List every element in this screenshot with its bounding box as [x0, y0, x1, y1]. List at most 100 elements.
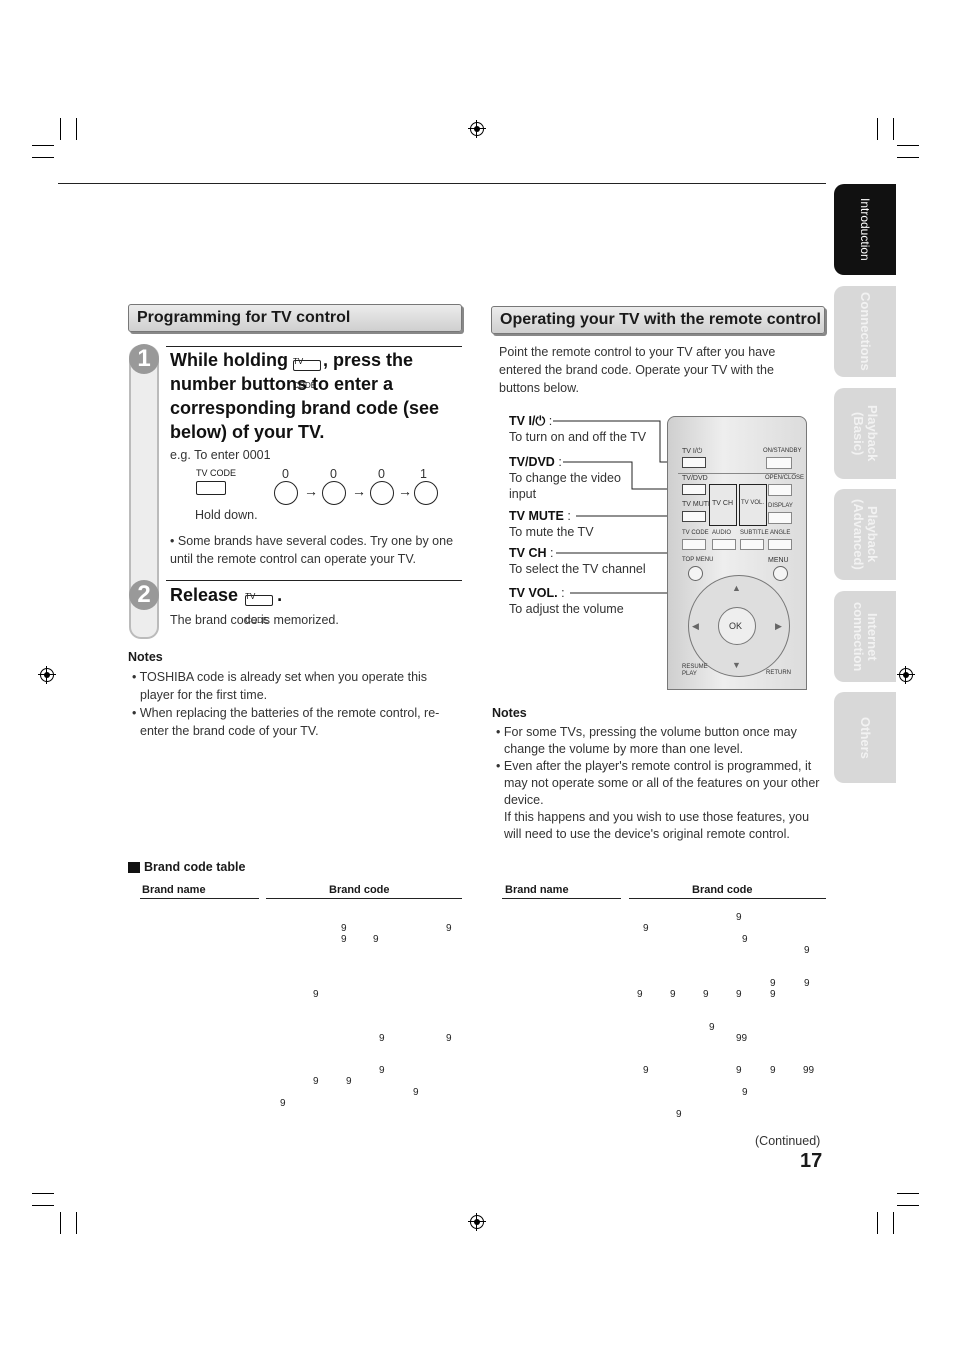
tab-connections[interactable]: Connections	[834, 286, 896, 377]
crop-mark	[877, 1212, 878, 1234]
intro-text: Point the remote control to your TV afte…	[499, 345, 776, 395]
display-button[interactable]	[768, 512, 792, 524]
label-key: TV/DVD	[509, 455, 555, 469]
tab-others[interactable]: Others	[834, 692, 896, 783]
crop-mark	[897, 1205, 919, 1206]
table-rule	[140, 898, 259, 899]
tv-mute-button[interactable]	[682, 511, 706, 522]
table-cell: 9	[643, 923, 649, 934]
tv-code-button-icon: TV CODE	[196, 468, 236, 496]
audio-button[interactable]	[712, 539, 736, 550]
col-brand-name: Brand name	[505, 884, 569, 896]
remote-caption: TV VOL.	[741, 500, 765, 506]
tv-power-button[interactable]	[682, 457, 706, 468]
crop-mark	[897, 145, 919, 146]
arrow-right-icon: →	[398, 483, 412, 499]
registration-mark	[468, 1213, 486, 1231]
remote-caption: ANGLE	[770, 530, 791, 536]
note-item: When replacing the batteries of the remo…	[130, 704, 456, 740]
number-button-icon	[414, 481, 438, 505]
note-item: If this happens and you wish to use thos…	[504, 810, 810, 841]
angle-button[interactable]	[768, 539, 792, 550]
digit-label: 0	[282, 467, 289, 481]
registration-mark	[897, 666, 915, 684]
label-desc: To change the video input	[509, 471, 621, 501]
remote-caption: TV CODE	[682, 530, 709, 536]
step1-bullet: Some brands have several codes. Try one …	[170, 532, 464, 568]
top-menu-button[interactable]	[688, 566, 703, 581]
number-button-icon	[322, 481, 346, 505]
ok-button[interactable]	[718, 607, 756, 645]
tv-vol-rocker[interactable]	[739, 484, 767, 526]
button-caption: TV CODE	[245, 592, 269, 625]
step-rule	[166, 580, 462, 581]
arrow-right-icon: ▶	[775, 621, 782, 631]
open-close-button[interactable]	[768, 484, 792, 496]
remote-caption: RETURN	[766, 670, 791, 676]
tab-label: Internet connection	[851, 601, 880, 672]
label-key: TV CH	[509, 546, 547, 560]
crop-mark	[76, 1212, 77, 1234]
table-cell: 9	[313, 989, 319, 1000]
label-tv-vol: TV VOL. :To adjust the volume	[509, 586, 624, 616]
hold-text: Hold down.	[195, 508, 258, 522]
tab-introduction[interactable]: Introduction	[834, 184, 896, 275]
arrow-right-icon: →	[304, 483, 318, 499]
table-cell: 9	[280, 1098, 286, 1109]
table-cell: 9	[373, 934, 379, 945]
table-cell: 9	[643, 1065, 649, 1076]
table-cell: 9	[736, 1065, 742, 1076]
table-rule	[502, 898, 621, 899]
tab-internet-connection[interactable]: Internet connection	[834, 591, 896, 682]
notes-list: For some TVs, pressing the volume button…	[494, 724, 828, 843]
label-tv-power: TV I/⏻ :To turn on and off the TV	[509, 414, 647, 444]
registration-mark	[468, 120, 486, 138]
label-desc: To select the TV channel	[509, 562, 646, 576]
step2-desc: The brand code is memorized.	[170, 613, 339, 627]
step-rule	[166, 346, 462, 347]
step1-title-a: While holding	[170, 350, 288, 370]
crop-mark	[877, 118, 878, 140]
remote-caption: ON/STANDBY	[763, 448, 802, 454]
table-cell: 99	[803, 1065, 815, 1076]
table-cell: 9	[703, 989, 709, 1000]
digit-label: 0	[330, 467, 337, 481]
remote-caption: DISPLAY	[768, 503, 793, 509]
table-cell: 9	[770, 1065, 776, 1076]
note-item: For some TVs, pressing the volume button…	[494, 724, 828, 758]
tab-playback-advanced[interactable]: Playback (Advanced)	[834, 489, 896, 580]
remote-caption: TV CH	[712, 500, 733, 507]
table-cell: 9	[346, 1076, 352, 1087]
step2-title: Release TV CODE .	[170, 583, 282, 625]
col-brand-code: Brand code	[329, 884, 390, 896]
tv-dvd-button[interactable]	[682, 484, 706, 495]
on-standby-button[interactable]	[766, 457, 792, 469]
remote-caption: TOP MENU	[682, 557, 714, 563]
menu-button[interactable]	[773, 566, 788, 581]
tv-ch-rocker[interactable]	[709, 484, 737, 526]
tv-code-button[interactable]	[682, 539, 706, 550]
crop-mark	[893, 118, 894, 140]
subtitle-button[interactable]	[740, 539, 764, 550]
tab-playback-basic[interactable]: Playback (Basic)	[834, 388, 896, 479]
step-number: 2	[129, 580, 159, 610]
number-button-icon	[274, 481, 298, 505]
square-bullet-icon	[128, 862, 140, 873]
table-cell: 9	[341, 934, 347, 945]
step2-title-text: Release	[170, 585, 239, 605]
crop-mark	[60, 118, 61, 140]
crop-mark	[32, 1205, 54, 1206]
registration-mark	[38, 666, 56, 684]
section-heading: Operating your TV with the remote contro…	[491, 306, 825, 334]
crop-mark	[32, 157, 54, 158]
table-rule	[266, 898, 462, 899]
table-cell: 9	[446, 1033, 452, 1044]
table-cell: 9	[804, 978, 810, 989]
notes-title: Notes	[128, 650, 163, 664]
label-key: TV VOL.	[509, 586, 558, 600]
label-key: TV MUTE	[509, 509, 564, 523]
crop-mark	[32, 1193, 54, 1194]
table-cell: 9	[709, 1022, 715, 1033]
label-desc: To mute the TV	[509, 525, 594, 539]
table-cell: 9	[413, 1087, 419, 1098]
